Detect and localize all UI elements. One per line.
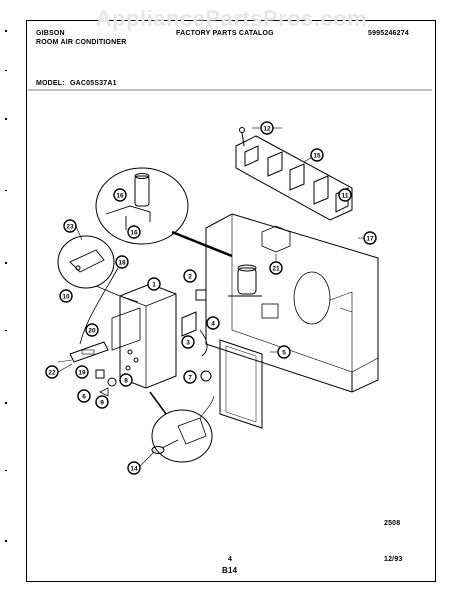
svg-text:21: 21 (272, 266, 280, 273)
capacitor-detail-inset (95, 167, 233, 258)
svg-text:14: 14 (130, 466, 138, 473)
callout-17: 17 (363, 231, 377, 245)
control-panel (57, 341, 109, 363)
top-bracket-assembly (235, 127, 353, 221)
cabinet-wrapper (205, 213, 379, 393)
svg-text:18: 18 (118, 260, 126, 267)
callout-7: 7 (183, 370, 197, 384)
insulation-panel (219, 339, 263, 429)
svg-text:4: 4 (211, 321, 215, 328)
callout-23: 23 (63, 219, 77, 233)
callout-1: 1 (147, 277, 161, 291)
callout-11: 11 (338, 188, 352, 202)
model-label: MODEL: (36, 80, 65, 87)
svg-text:20: 20 (88, 328, 96, 335)
svg-text:5: 5 (282, 350, 286, 357)
svg-text:2: 2 (188, 274, 192, 281)
svg-text:22: 22 (48, 370, 56, 377)
callout-16b: 16 (127, 225, 141, 239)
svg-text:19: 19 (78, 370, 86, 377)
svg-text:15: 15 (313, 153, 321, 160)
svg-text:11: 11 (342, 193, 349, 200)
svg-text:12: 12 (263, 126, 271, 133)
callout-20: 20 (85, 323, 99, 337)
callout-14: 14 (127, 461, 141, 475)
svg-text:3: 3 (186, 340, 190, 347)
section-code: B14 (222, 566, 238, 575)
callout-12: 12 (260, 121, 274, 135)
product-name: ROOM AIR CONDITIONER (36, 39, 127, 46)
switch-components (181, 289, 212, 382)
part-number: 5995246274 (368, 30, 409, 37)
callout-3: 3 (181, 335, 195, 349)
callout-9: 9 (95, 395, 109, 409)
compressor-capacitor (228, 254, 277, 297)
callout-15: 15 (310, 148, 324, 162)
binder-margin-dots (4, 0, 10, 600)
svg-text:17: 17 (366, 236, 374, 243)
svg-text:16: 16 (130, 230, 138, 237)
svg-text:6: 6 (82, 394, 86, 401)
model-number: GAC05S37A1 (70, 80, 117, 87)
callout-18: 18 (115, 255, 129, 269)
callout-16a: 16 (113, 188, 127, 202)
catalog-page (26, 20, 436, 582)
callout-21: 21 (269, 261, 283, 275)
drawing-code: 2508 (384, 520, 401, 527)
callout-5: 5 (277, 345, 291, 359)
callout-6: 6 (77, 389, 91, 403)
svg-text:10: 10 (62, 294, 70, 301)
svg-text:23: 23 (66, 224, 74, 231)
print-date: 12/93 (384, 556, 403, 563)
callout-4: 4 (206, 316, 220, 330)
callout-8: 8 (119, 373, 133, 387)
page-number: 4 (228, 556, 233, 563)
part-callouts: 12 15 11 17 21 16 16 23 18 10 1 2 4 3 20… (45, 121, 377, 475)
catalog-title: FACTORY PARTS CATALOG (176, 30, 274, 37)
svg-text:1: 1 (152, 282, 156, 289)
callout-22: 22 (45, 365, 59, 379)
callout-19: 19 (75, 365, 89, 379)
svg-text:9: 9 (100, 400, 104, 407)
callout-2: 2 (183, 269, 197, 283)
watermark: AppliancePartsPros.com (95, 6, 368, 31)
wire-detail-inset (149, 391, 215, 463)
brand: GIBSON (36, 30, 65, 37)
svg-text:7: 7 (188, 375, 192, 382)
small-hardware (95, 369, 117, 397)
svg-text:16: 16 (116, 193, 124, 200)
callout-10: 10 (59, 289, 73, 303)
svg-text:8: 8 (124, 378, 128, 385)
